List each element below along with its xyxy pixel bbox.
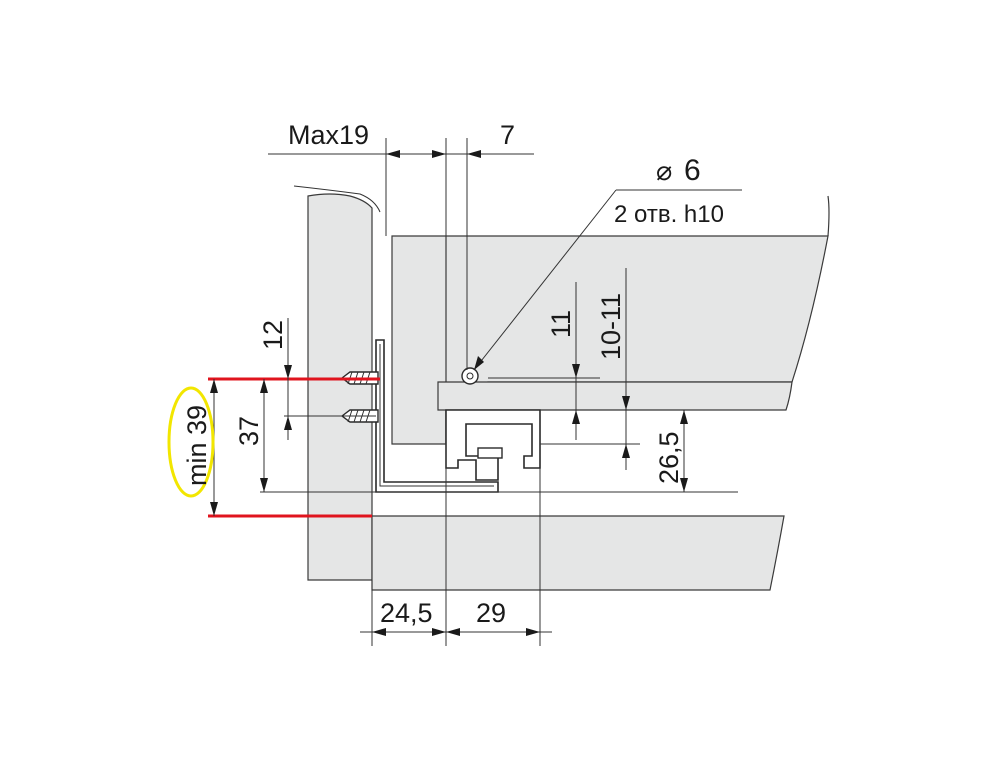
extension-lines	[260, 138, 742, 646]
slot-height-label: 10-11	[596, 293, 626, 360]
drawer-bottom	[437, 381, 793, 411]
mount-height-label: 37	[234, 416, 264, 446]
rail-width-label: 29	[476, 598, 506, 628]
screw-spacing-label: 12	[258, 320, 288, 350]
hole-note-label: 2 отв. h10	[614, 201, 724, 228]
min-clearance-highlight	[167, 386, 215, 498]
bottom-panel	[371, 515, 785, 591]
hole-diameter-label: 6	[684, 154, 701, 187]
hole-height-label: 11	[546, 310, 576, 338]
setback-label: 24,5	[380, 598, 433, 628]
rail-height-label: 26,5	[654, 431, 684, 484]
offset-top-label: 7	[500, 120, 515, 150]
cabinet-side-wall	[293, 185, 381, 581]
hole-diameter-symbol: ⌀	[656, 156, 672, 186]
min-clearance-label: min 39	[182, 405, 212, 486]
max-thickness-label: Max19	[288, 120, 369, 150]
dimension-arrows	[210, 150, 688, 636]
